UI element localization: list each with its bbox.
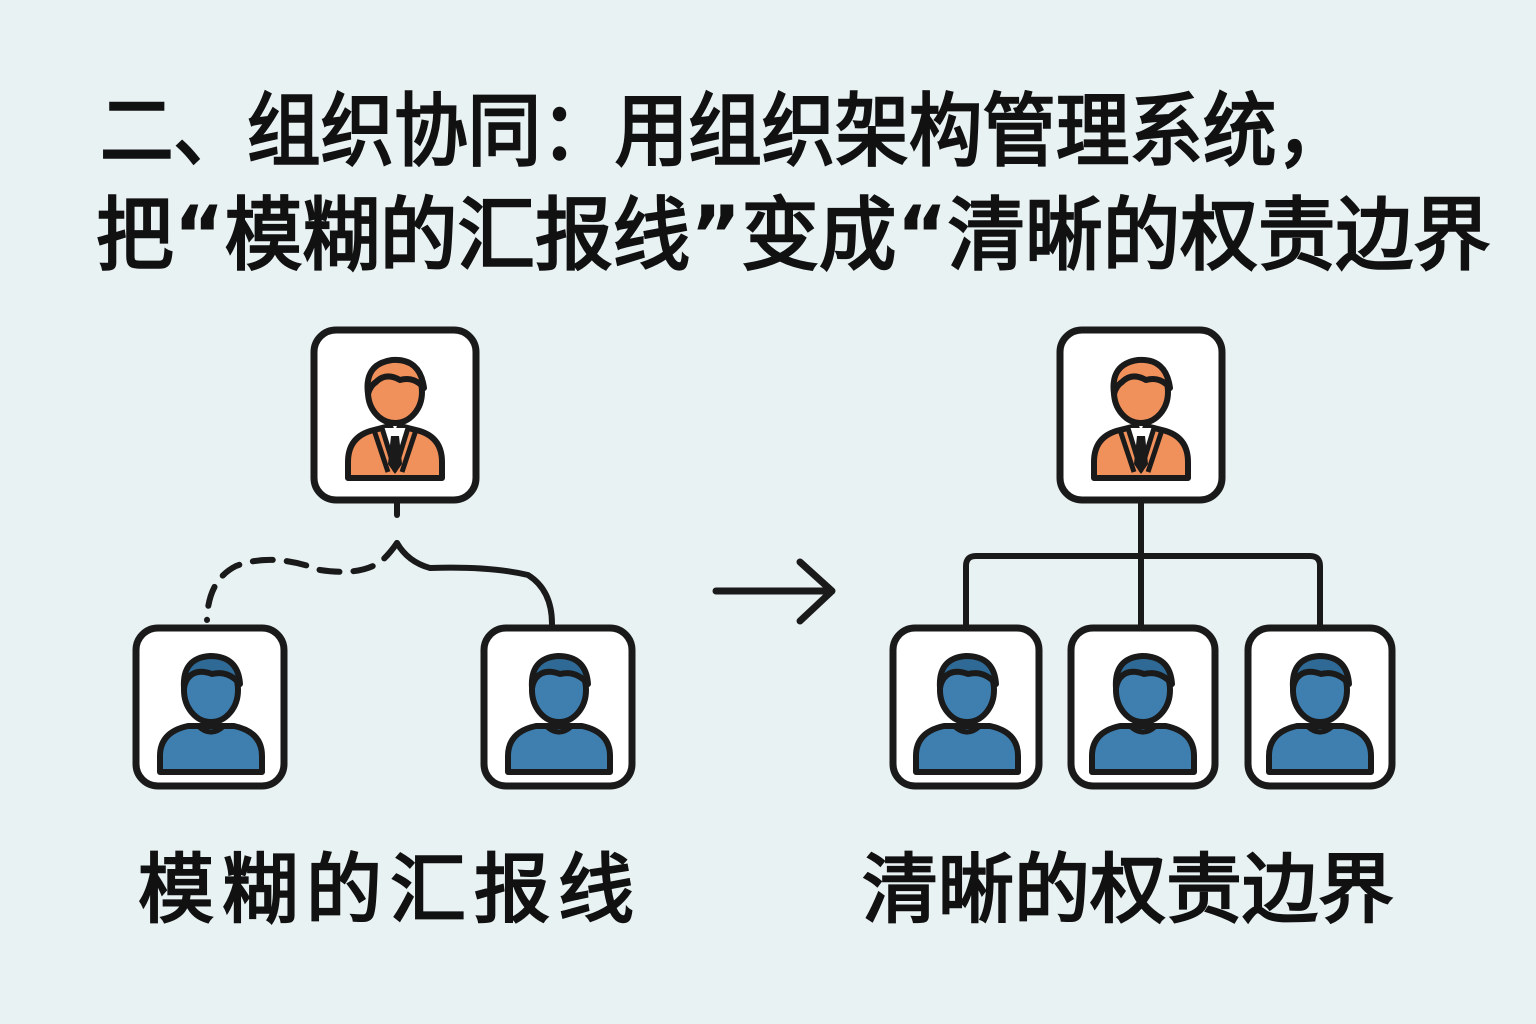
fuzzy-reporting-lines bbox=[204, 500, 555, 627]
dashed-reporting-line bbox=[204, 540, 400, 623]
left-staff-card-1 bbox=[132, 624, 288, 790]
right-staff-card-1 bbox=[889, 624, 1043, 790]
clear-reporting-tree bbox=[963, 503, 1323, 628]
right-caption: 清晰的权责边界 bbox=[862, 845, 1394, 934]
arrow-right-icon bbox=[712, 558, 836, 625]
right-staff-card-3 bbox=[1244, 624, 1396, 790]
left-staff-card-2 bbox=[480, 624, 636, 790]
page-title-line-2: 把“模糊的汇报线”变成“清晰的权责边界 bbox=[96, 189, 1491, 282]
left-caption: 模糊的汇报线 bbox=[138, 845, 642, 934]
left-manager-card bbox=[310, 326, 480, 504]
solid-reporting-line bbox=[394, 540, 555, 627]
right-staff-card-2 bbox=[1067, 624, 1219, 790]
page-title-line-1: 二、组织协同：用组织架构管理系统， bbox=[100, 85, 1350, 178]
right-manager-card bbox=[1056, 326, 1226, 504]
